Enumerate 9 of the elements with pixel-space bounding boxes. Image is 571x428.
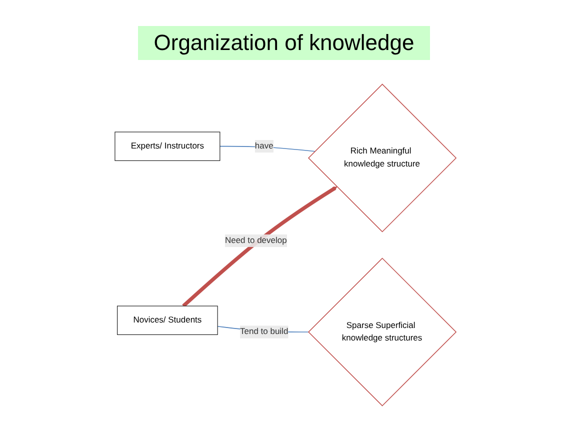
- title: Organization of knowledge: [138, 26, 430, 60]
- edge-label: have: [254, 142, 274, 151]
- arrow: [182, 186, 338, 308]
- node-diamond: Rich Meaningful knowledge structure: [308, 84, 457, 232]
- edge-label: Tend to build: [240, 327, 288, 336]
- edge-label: Need to develop: [224, 236, 287, 245]
- node-box: Experts/ Instructors: [114, 132, 220, 161]
- node-box: Novices/ Students: [117, 306, 218, 335]
- node-diamond: Sparse Superficial knowledge structures: [308, 258, 457, 406]
